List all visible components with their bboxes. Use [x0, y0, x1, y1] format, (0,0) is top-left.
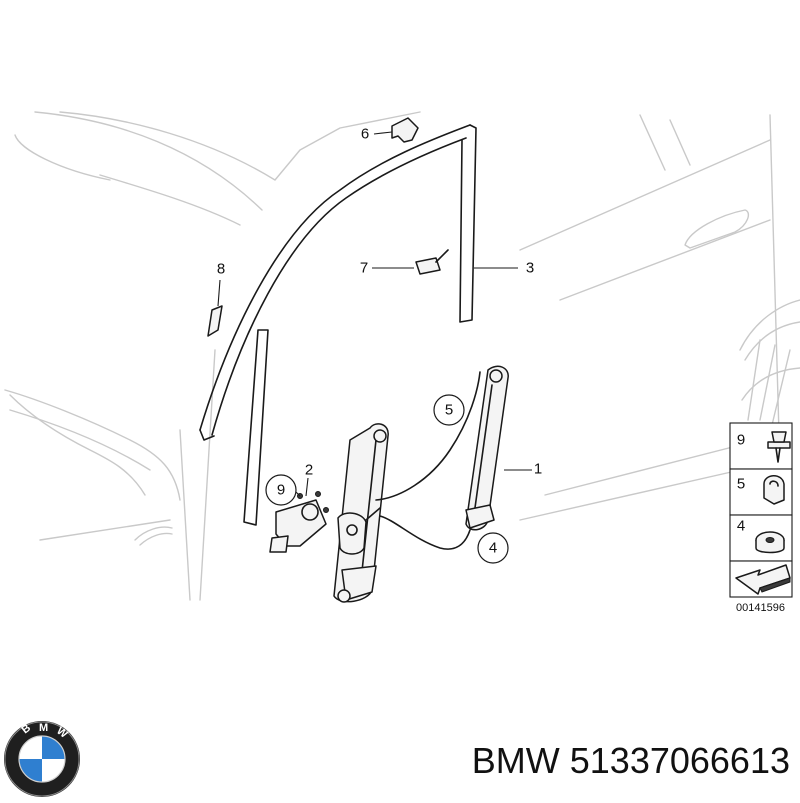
nut-icon	[755, 531, 785, 554]
trim-part-8	[207, 305, 223, 337]
bmw-roundel-logo: B M W	[3, 720, 81, 798]
push-rivet-icon	[767, 431, 791, 463]
legend-number: 4	[737, 518, 745, 535]
callout-label: 7	[360, 260, 368, 277]
arrow-icon	[735, 564, 791, 595]
legend-number: 9	[737, 432, 745, 449]
window-regulator-part-1	[333, 365, 509, 603]
callout-6: 6	[361, 126, 369, 143]
callout-2: 2	[305, 462, 313, 479]
callout-8: 8	[217, 261, 225, 278]
callout-4: 4	[477, 532, 509, 564]
clip-icon	[763, 475, 785, 505]
callout-label: 1	[534, 461, 542, 478]
callout-label: 3	[526, 260, 534, 277]
car-body-outline	[4, 111, 800, 601]
exploded-view-drawing: 1 2 3 4 5 6 7 8 9 9 5 4	[4, 111, 800, 614]
bracket-part-6	[391, 117, 419, 143]
callout-label: 6	[361, 126, 369, 143]
callout-1: 1	[534, 461, 542, 478]
parts-legend: 9 5 4 00141596	[729, 422, 793, 614]
callout-label: 4	[489, 540, 497, 557]
callout-3: 3	[526, 260, 534, 277]
callout-label: 2	[305, 462, 313, 479]
legend-number: 5	[737, 476, 745, 493]
svg-text:M: M	[39, 722, 48, 734]
callout-9: 9	[265, 474, 297, 506]
reference-code: 00141596	[736, 602, 785, 614]
window-guide-rail	[199, 124, 477, 526]
callout-7: 7	[360, 260, 368, 277]
callout-label: 8	[217, 261, 225, 278]
callout-5: 5	[433, 394, 465, 426]
callout-label: 9	[277, 482, 285, 499]
clip-part-7	[415, 249, 449, 275]
window-motor-part-2	[269, 491, 329, 553]
callout-label: 5	[445, 402, 453, 419]
part-number-caption: BMW 51337066613	[471, 740, 790, 781]
